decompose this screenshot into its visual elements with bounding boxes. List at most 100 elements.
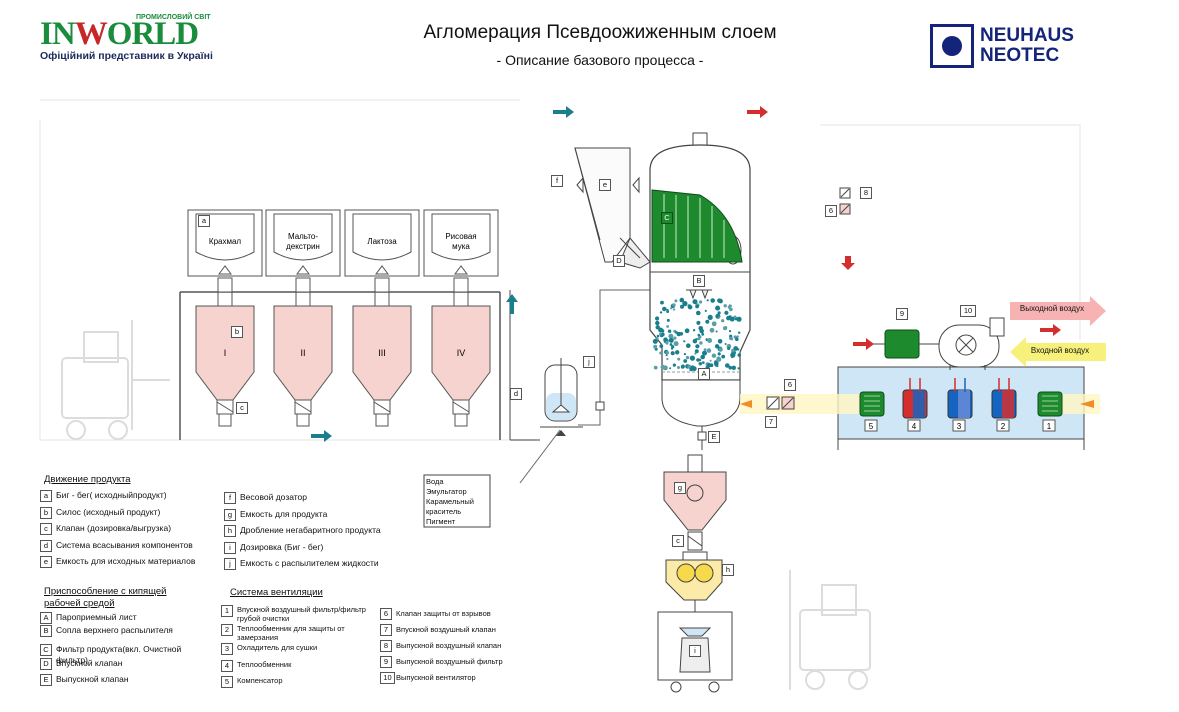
label-c: c <box>236 402 248 414</box>
legend-key: D <box>40 658 52 670</box>
legend-key: 7 <box>380 624 392 636</box>
label-h: h <box>722 564 734 576</box>
flow-arrows <box>311 106 1094 442</box>
legend-text: Выпускной воздушный фильтр <box>396 657 503 666</box>
legend-key: A <box>40 612 52 624</box>
label-D: D <box>613 255 625 267</box>
legend-text: Выпускной воздушный клапан <box>396 641 502 650</box>
liquid-item: Вода <box>426 477 444 486</box>
legend-key: b <box>40 506 52 519</box>
ahu-unit-1: 1 <box>1037 391 1063 432</box>
ahu-unit-3: 3 <box>947 378 973 432</box>
ahu-unit-number: 1 <box>1047 422 1052 431</box>
legend-text: Биг - бег( исходныйпродукт) <box>56 490 167 500</box>
legend-text: Впускной воздушный клапан <box>396 625 496 634</box>
legend-text: Дозировка (Биг - бег) <box>240 541 324 552</box>
liquid-item: Эмульгатор <box>426 487 467 496</box>
liquid-item: Пигмент <box>426 517 456 526</box>
legend-key: 9 <box>380 656 392 668</box>
legend-text: Сопла верхнего распылителя <box>56 625 173 635</box>
fluidized-bed-particles <box>652 297 742 372</box>
forklift-left-icon <box>61 320 170 440</box>
page-subtitle: - Описание базового процесса - <box>496 52 704 68</box>
legend-text: Силос (исходный продукт) <box>56 506 161 517</box>
label-c-2: c <box>672 535 684 547</box>
legend-vent-title: Система вентиляции <box>230 587 323 598</box>
silo-material-label: декстрин <box>286 242 320 251</box>
valve-label-8: 8 <box>860 187 872 199</box>
label-g: g <box>674 482 686 494</box>
ahu-unit-5: 5 <box>859 391 885 432</box>
label-b: b <box>231 326 243 338</box>
silo-number: IV <box>457 348 466 358</box>
inlet-air-label: Входной воздух <box>1030 346 1090 355</box>
legend-text: Емкость для исходных материалов <box>56 556 196 566</box>
legend-key: 1 <box>221 605 233 617</box>
ahu-unit-number: 3 <box>957 422 962 431</box>
page-title: Агломерация Псевдоожиженным слоем <box>423 22 777 43</box>
air-valves <box>766 187 851 410</box>
legend-text: Дробление негабаритного продукта <box>240 525 381 535</box>
silo-material-label: Крахмал <box>209 237 242 246</box>
background-frame <box>39 99 1081 441</box>
silo-material-label: Лактоза <box>367 237 397 246</box>
ahu-unit-2: 2 <box>991 378 1017 432</box>
legend-text: Впускной клапан <box>56 658 123 668</box>
fluid-bed-agglomerator <box>649 132 751 450</box>
label-A: A <box>698 368 710 380</box>
legend-key: g <box>224 508 236 521</box>
legend-key: c <box>40 523 52 535</box>
exhaust-fan-assembly <box>868 317 1005 370</box>
label-d: d <box>510 388 522 400</box>
inworld-wordmark: INWORLD <box>40 16 199 52</box>
valve-label-7: 7 <box>765 416 777 428</box>
silo-number: III <box>378 348 386 358</box>
liquids-list: Вода Эмульгатор Карамельный краситель Пи… <box>426 477 474 527</box>
suction-line <box>509 290 540 441</box>
legend-text: Емкость с распылителем жидкости <box>240 558 379 568</box>
liquid-item: Карамельный <box>426 497 474 506</box>
label-C: C <box>661 212 673 224</box>
neuhaus-line2: NEOTEC <box>980 45 1060 66</box>
label-B: B <box>693 275 705 287</box>
legend-key: d <box>40 539 52 552</box>
liquid-item: краситель <box>426 507 462 516</box>
legend-key: 2 <box>221 624 233 636</box>
forklift-right-icon <box>789 570 871 690</box>
label-j: j <box>583 356 595 368</box>
weigh-dosing-hopper <box>574 147 651 269</box>
legend-key: a <box>40 490 52 502</box>
legend-key: e <box>40 556 52 568</box>
inworld-logo: INWORLD ПРОМИСЛОВИЙ СВІТ Офіційний предс… <box>40 14 213 62</box>
legend-text: Емкость для продукта <box>240 508 328 519</box>
legend-text: Выпускной вентилятор <box>396 673 476 682</box>
neuhaus-line1: NEUHAUS <box>980 25 1074 46</box>
legend-key: j <box>224 558 236 570</box>
label-E: E <box>708 431 720 443</box>
legend-text: Теплообменник для защиты от замерзания <box>237 624 345 642</box>
silo-number: I <box>224 348 227 358</box>
ahu-unit-number: 4 <box>912 422 917 431</box>
valve-label-6: 6 <box>784 379 796 391</box>
legend-key: h <box>224 525 236 537</box>
silo-material-label: Рисовая <box>445 232 476 241</box>
legend-key: 3 <box>221 643 233 655</box>
legend-key: E <box>40 674 52 686</box>
legend-key: i <box>224 541 236 554</box>
inworld-representative: Офіційний представник в Україні <box>40 50 213 62</box>
inlet-air-arrow <box>1010 337 1106 367</box>
legend-key: 8 <box>380 640 392 652</box>
spray-liquid-tank <box>540 289 691 436</box>
ahu-unit-number: 5 <box>869 422 874 431</box>
legend-key: 5 <box>221 676 233 688</box>
legend-text: Весовой дозатор <box>240 492 308 502</box>
legend-fluid-title: Приспособление с кипящей рабочей средой <box>44 586 167 609</box>
legend-product-title: Движение продукта <box>44 474 131 485</box>
legend-text: Клапан (дозировка/выгрузка) <box>56 523 172 533</box>
legend-text: Система всасывания компонентов <box>56 539 193 550</box>
fan-label-10: 10 <box>960 305 976 317</box>
